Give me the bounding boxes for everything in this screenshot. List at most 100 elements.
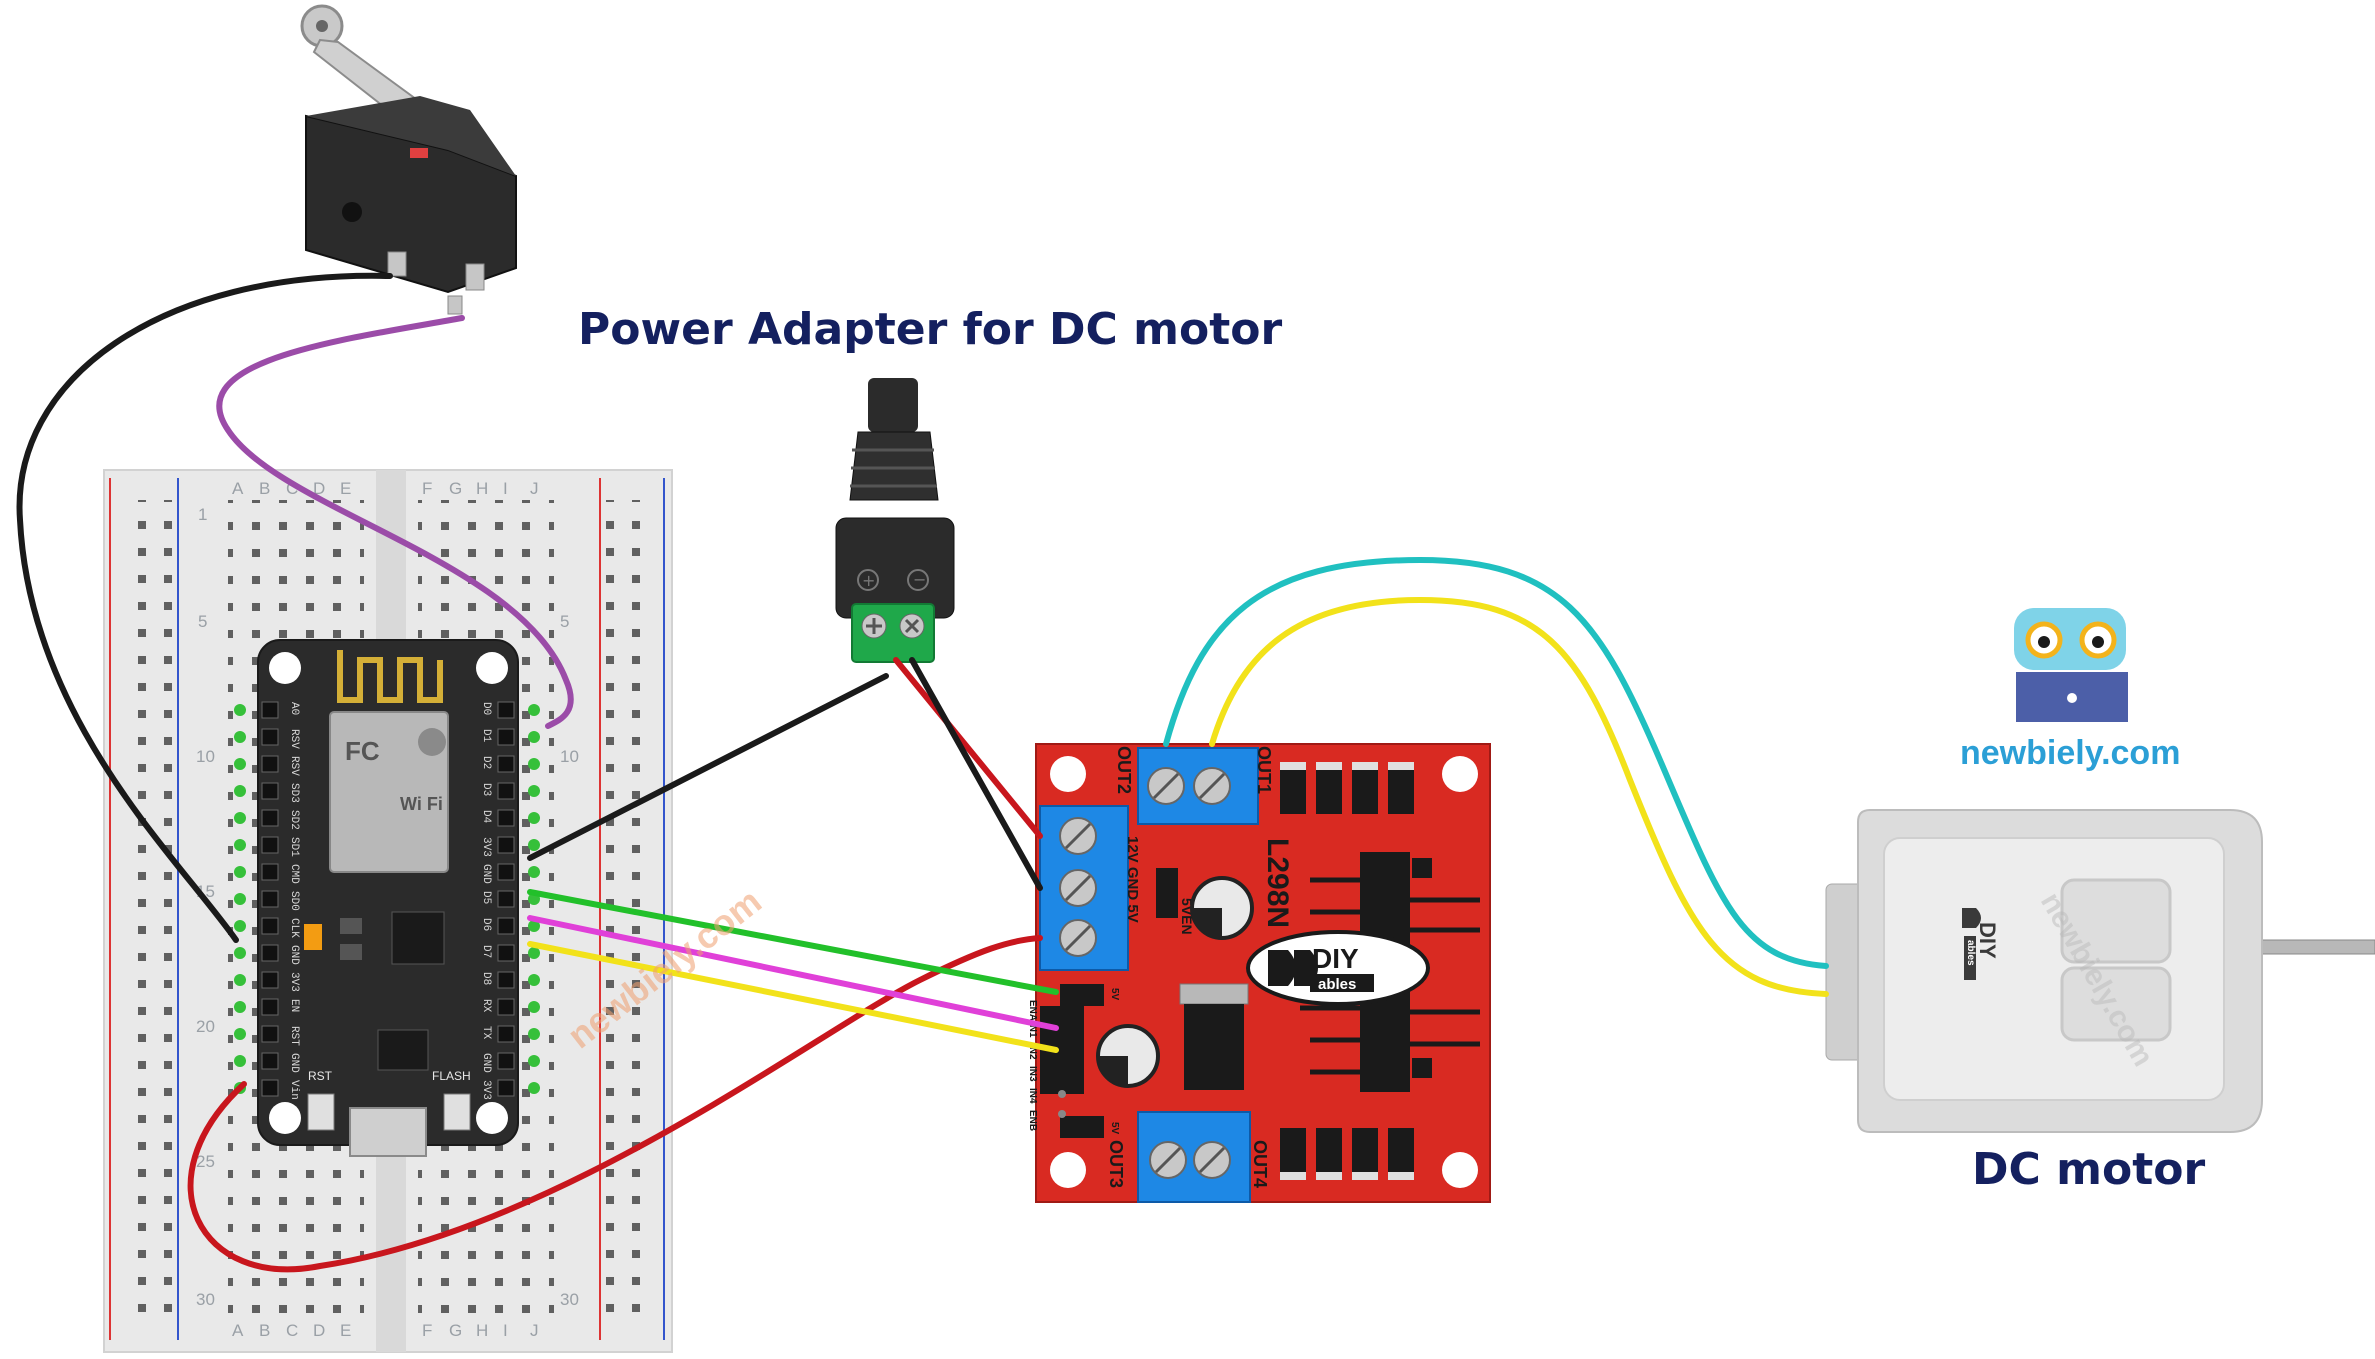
breadboard-pin-highlight: [528, 920, 540, 932]
esp-pin-label: D4: [480, 810, 492, 824]
flash-label: FLASH: [432, 1069, 471, 1083]
esp-pin-pad: [261, 728, 279, 746]
esp-pin-label: SD1: [288, 837, 300, 857]
capacitor-orange: [304, 924, 322, 950]
esp-pin-pad: [497, 701, 515, 719]
breadboard-pin-highlight: [234, 758, 246, 770]
esp-pin-label: GND: [480, 864, 492, 884]
power-adapter-label: Power Adapter for DC motor: [578, 304, 1282, 355]
breadboard-pin-highlight: [528, 839, 540, 851]
out1-label: OUT1: [1254, 746, 1274, 794]
esp8266-board: FC Wi Fi RST FLASH A0RSVRSVSD3SD2SD1CMDS…: [234, 639, 540, 1157]
row-number: 30: [196, 1290, 215, 1309]
row-number: 10: [196, 747, 215, 766]
esp-pin-pad: [497, 890, 515, 908]
col-letter: G: [449, 1321, 462, 1340]
row-number: 20: [196, 1017, 215, 1036]
pin-ena: ENA: [1027, 1000, 1038, 1021]
esp-pin-label: GND: [288, 945, 300, 965]
col-letter: I: [503, 479, 508, 498]
esp-pin-label: CLK: [288, 918, 300, 938]
wires: [16, 272, 1829, 1273]
wire-yellow-input: [527, 941, 1059, 1053]
esp-pin-label: RST: [288, 1026, 300, 1046]
esp-pin-pad: [497, 998, 515, 1016]
newbiely-logo: newbiely.com: [1960, 608, 2180, 772]
esp-pin-pad: [497, 1079, 515, 1097]
rst-button[interactable]: [307, 1093, 335, 1131]
breadboard-pin-highlight: [234, 893, 246, 905]
esp-pin-pad: [261, 782, 279, 800]
esp-pin-pad: [261, 971, 279, 989]
breadboard-pin-highlight: [234, 974, 246, 986]
row-number: 30: [560, 1290, 579, 1309]
dc-motor: DIY ables: [1825, 809, 2375, 1133]
wire-purple-switch: [216, 315, 574, 729]
esp-pin-pad: [261, 863, 279, 881]
breadboard-pin-highlight: [528, 866, 540, 878]
esp-pin-pad: [261, 1079, 279, 1097]
input-pin-labels: ENA IN1 IN2 IN3 IN4 ENB: [1027, 1000, 1038, 1131]
row-number: 25: [196, 1152, 215, 1171]
esp-pin-pad: [497, 971, 515, 989]
wire-green: [527, 889, 1059, 995]
col-letter: A: [232, 1321, 244, 1340]
esp-logo-icon: [418, 728, 446, 756]
wire-yellow-motor: [1209, 596, 1829, 997]
esp-pin-pad: [261, 809, 279, 827]
esp-pin-pad: [497, 728, 515, 746]
flash-button[interactable]: [443, 1093, 471, 1131]
esp-pin-label: D3: [480, 783, 492, 796]
col-letter: J: [530, 1321, 539, 1340]
esp-pin-label: EN: [288, 999, 300, 1012]
col-letter: E: [340, 479, 351, 498]
col-letter: E: [340, 1321, 351, 1340]
input-header: [1040, 984, 1104, 1138]
wire-black-switch: [16, 272, 393, 943]
esp-pin-label: CMD: [288, 864, 300, 884]
motor-logo-main: DIY: [1975, 922, 2000, 959]
esp-pin-label: D1: [480, 729, 492, 743]
svg-text:−: −: [913, 570, 926, 589]
wifi-logo: Wi Fi: [400, 794, 443, 814]
esp-pin-pad: [261, 701, 279, 719]
pin-5v-top: 5V: [1109, 988, 1120, 1001]
esp-pin-headers: A0RSVRSVSD3SD2SD1CMDSD0CLKGND3V3ENRSTGND…: [234, 701, 540, 1100]
esp-pin-label: SD2: [288, 810, 300, 830]
breadboard-pin-highlight: [234, 704, 246, 716]
breadboard-pin-highlight: [528, 974, 540, 986]
col-letter: H: [476, 1321, 488, 1340]
out3-label: OUT3: [1106, 1140, 1126, 1188]
row-number: 5: [198, 612, 207, 631]
dc-motor-label: DC motor: [1972, 1144, 2205, 1195]
col-letter: H: [476, 479, 488, 498]
breadboard-pin-highlight: [528, 1001, 540, 1013]
breadboard-pin-highlight: [528, 947, 540, 959]
col-letter: G: [449, 479, 462, 498]
pin-in1: IN1: [1027, 1022, 1038, 1038]
breadboard-pin-highlight: [528, 1028, 540, 1040]
esp-pin-label: RX: [480, 999, 492, 1013]
esp-pin-label: D6: [480, 918, 492, 931]
breadboard-pin-highlight: [528, 812, 540, 824]
breadboard-pin-highlight: [234, 785, 246, 797]
esp-pin-pad: [261, 998, 279, 1016]
esp-pin-pad: [497, 836, 515, 854]
esp-pin-pad: [497, 1052, 515, 1070]
col-letter: F: [422, 479, 432, 498]
svg-text:+: +: [862, 571, 875, 590]
esp-pin-label: SD3: [288, 783, 300, 803]
breadboard-pin-highlight: [234, 920, 246, 932]
breadboard-pin-highlight: [528, 1055, 540, 1067]
esp-pin-label: RSV: [288, 729, 300, 749]
esp-pin-pad: [497, 917, 515, 935]
esp-pin-label: D0: [480, 702, 492, 715]
row-number: 1: [198, 505, 207, 524]
esp-pin-pad: [497, 782, 515, 800]
breadboard-pin-highlight: [234, 839, 246, 851]
wire-magenta: [527, 915, 1059, 1031]
switch-button: [410, 148, 428, 158]
breadboard-pin-highlight: [234, 1028, 246, 1040]
esp-pin-label: D2: [480, 756, 492, 769]
col-letter: F: [422, 1321, 432, 1340]
